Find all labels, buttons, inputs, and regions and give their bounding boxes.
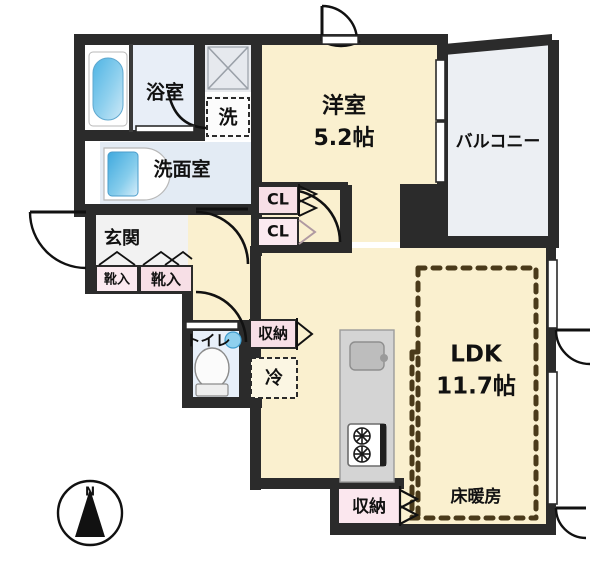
wall-tub-divider (129, 44, 133, 132)
compass-rose: N (56, 479, 124, 547)
label-shoe-right: 靴入 (151, 271, 181, 289)
label-cl-lower: CL (267, 222, 289, 241)
wall-balcony-right (548, 40, 559, 248)
kitchen-sink-icon (349, 341, 385, 371)
wall-storage-bottom (330, 524, 404, 535)
wall-kitchen-bottom (250, 478, 350, 489)
room-labels: 浴室 洗面室 洗 洋室 5.2帖 バルコニー 玄関 トイレ LDK 11.7帖 (104, 81, 540, 400)
wall-hall-left (182, 283, 193, 407)
label-washer-space: 洗 (218, 106, 237, 129)
window-ldk-right-mid (547, 371, 558, 505)
label-entrance: 玄関 (104, 227, 140, 249)
toilet-tank-icon (195, 383, 229, 397)
toilet-door-leaf (185, 321, 239, 330)
label-storage-hall: 収納 (258, 325, 288, 343)
wall-left-mid (74, 140, 85, 216)
ldk-door-arc-top (554, 329, 591, 366)
wall-left-upper (74, 34, 85, 140)
label-ldk: LDK (450, 342, 503, 368)
wall-balcony-top (444, 34, 552, 55)
wall-hall-bottom (182, 397, 262, 408)
storage-bottom-doors (398, 486, 420, 526)
wall-bath-right (194, 34, 205, 141)
window-ldk-right-upper (547, 259, 558, 329)
wall-bedroom-bottom-2 (340, 185, 352, 253)
kitchen-faucet-icon (380, 354, 388, 362)
washroom-door-arc (195, 210, 250, 265)
shoe-cabinet-door-lines (98, 250, 193, 266)
label-bedroom: 洋室 (322, 93, 366, 119)
closets (95, 184, 420, 526)
stove-burner-lower (353, 445, 371, 463)
bedroom-top-door-opening (321, 35, 359, 45)
compass-needle-icon (75, 489, 105, 537)
room-fill-balcony (444, 44, 552, 240)
storage-hall-doors (296, 318, 314, 350)
stove-burner-upper (353, 427, 371, 445)
room-fill-ldk (352, 248, 552, 524)
bath-door-arc (166, 89, 207, 130)
wall-washroom-bottom (85, 204, 263, 215)
wall-ldk-bottom (396, 524, 556, 535)
wall-ps-right (251, 34, 262, 216)
closet-labels: CL CL 靴入 靴入 収納 収納 (104, 190, 386, 518)
wall-bath-bottom (74, 130, 196, 141)
windows (435, 59, 558, 505)
vanity-basin-icon (107, 151, 139, 197)
bath-door-leaf (135, 125, 195, 133)
wall-bedroom-bottom (262, 242, 352, 253)
toilet-bowl-icon (194, 347, 230, 389)
pipe-shaft-x2 (207, 46, 249, 90)
label-shoe-left: 靴入 (104, 272, 130, 288)
window-bedroom-balcony-lower (435, 121, 446, 183)
wall-balcony-bottom (440, 236, 558, 248)
label-toilet: トイレ (185, 332, 230, 350)
bedroom-top-door-arc2 (321, 4, 359, 42)
wall-storage-left (330, 488, 341, 534)
label-bedroom-size: 5.2帖 (314, 126, 375, 151)
closet-cl-lower-box (257, 217, 299, 247)
storage-hall-box (249, 319, 297, 349)
label-ldk-size: 11.7帖 (436, 374, 516, 400)
label-storage-bottom: 収納 (352, 496, 386, 517)
washer-dashed-box (206, 97, 250, 137)
wall-storage-top (330, 478, 404, 489)
window-bedroom-balcony-upper (435, 59, 446, 121)
hall-door-arc (195, 290, 248, 343)
label-fridge-space: 冷 (265, 367, 283, 389)
toilet-handbasin-icon (224, 331, 242, 349)
closet-cl-upper-doors (298, 184, 319, 217)
label-floor-heating: 床暖房 (451, 486, 502, 507)
compass-north-label: N (85, 485, 95, 499)
label-balcony: バルコニー (456, 132, 541, 152)
wall-toilet-right (239, 320, 250, 408)
fixtures (88, 46, 395, 483)
label-washroom: 洗面室 (153, 158, 210, 181)
shoe-cabinet-left-box (95, 265, 139, 293)
shoe-cabinet-right-box (139, 265, 193, 293)
ldk-door-arc-bottom (554, 507, 587, 540)
wall-entrance-jamb (85, 206, 96, 294)
wall-hall-right (251, 216, 262, 256)
fridge-space-box (250, 357, 298, 399)
marker-labels: 冷 床暖房 (265, 367, 502, 507)
entrance-door-arc (28, 211, 87, 270)
closet-cl-lower-doors (298, 219, 317, 245)
label-cl-upper: CL (267, 190, 289, 209)
bathtub-icon (92, 57, 124, 121)
stove-grill-icon (380, 424, 386, 466)
label-bathroom: 浴室 (146, 81, 184, 104)
